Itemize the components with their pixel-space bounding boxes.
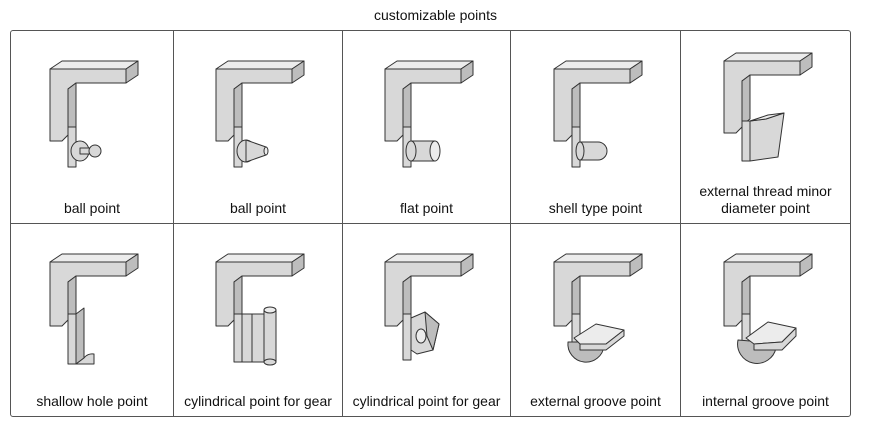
ball-point-illustration xyxy=(49,60,139,168)
cell-shell-type-point: shell type point xyxy=(511,31,681,224)
cell-external-thread-minor-diameter-point: external thread minor diameter point xyxy=(681,31,850,224)
cell-ball-point-1: ball point xyxy=(11,31,174,224)
cell-label: external groove point xyxy=(530,393,661,409)
external-groove-point-illustration xyxy=(553,253,642,363)
cell-label: flat point xyxy=(400,200,453,216)
internal-groove-point-illustration xyxy=(723,253,812,364)
flat-point-illustration xyxy=(384,60,473,168)
cell-label: cylindrical point for gear xyxy=(184,393,332,409)
cell-external-groove-point: external groove point xyxy=(511,224,681,416)
cell-shallow-hole-point: shallow hole point xyxy=(11,224,174,416)
cell-internal-groove-point: internal groove point xyxy=(681,224,850,416)
cell-label: ball point xyxy=(229,200,287,216)
cell-label: internal groove point xyxy=(702,393,829,409)
cell-label: external thread minor diameter point xyxy=(699,183,832,216)
shallow-hole-point-illustration xyxy=(49,253,139,365)
cylindrical-point-gear-illustration-1 xyxy=(215,253,305,366)
external-thread-point-illustration xyxy=(723,52,812,162)
cell-label: ball point xyxy=(63,200,121,216)
cell-label: shell type point xyxy=(548,200,643,216)
cell-label: cylindrical point for gear xyxy=(352,393,501,409)
cylindrical-point-gear-illustration-2 xyxy=(384,253,473,361)
cell-ball-point-2: ball point xyxy=(174,31,343,224)
ball-point-cone-illustration xyxy=(215,60,305,168)
cell-cylindrical-point-for-gear-1: cylindrical point for gear xyxy=(174,224,343,416)
points-grid: ball point ball point flat point xyxy=(10,30,851,417)
cell-flat-point: flat point xyxy=(343,31,511,224)
cell-cylindrical-point-for-gear-2: cylindrical point for gear xyxy=(343,224,511,416)
cell-label: shallow hole point xyxy=(36,393,148,409)
diagram-title: customizable points xyxy=(374,7,497,23)
shell-type-point-illustration xyxy=(553,60,642,168)
